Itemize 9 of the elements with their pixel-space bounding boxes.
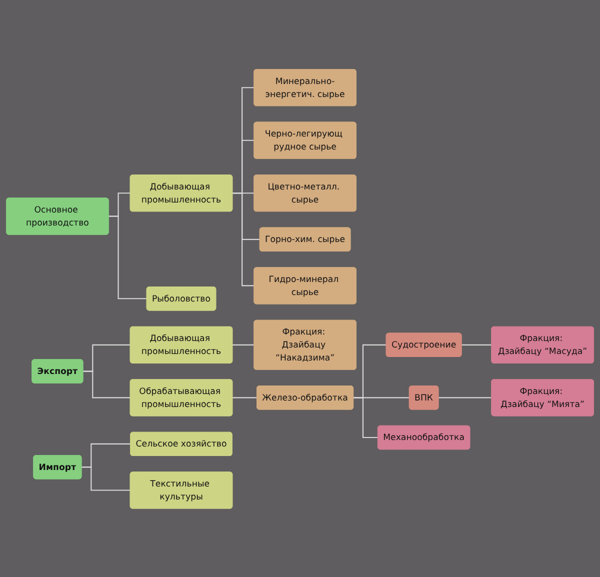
- connector: [81, 466, 130, 490]
- connector: [462, 344, 492, 346]
- connector: [353, 396, 378, 438]
- connector: [232, 344, 254, 346]
- connector: [438, 396, 492, 398]
- connector: [82, 370, 130, 398]
- connector: [108, 215, 147, 299]
- connector: [232, 396, 257, 398]
- connector: [232, 192, 254, 286]
